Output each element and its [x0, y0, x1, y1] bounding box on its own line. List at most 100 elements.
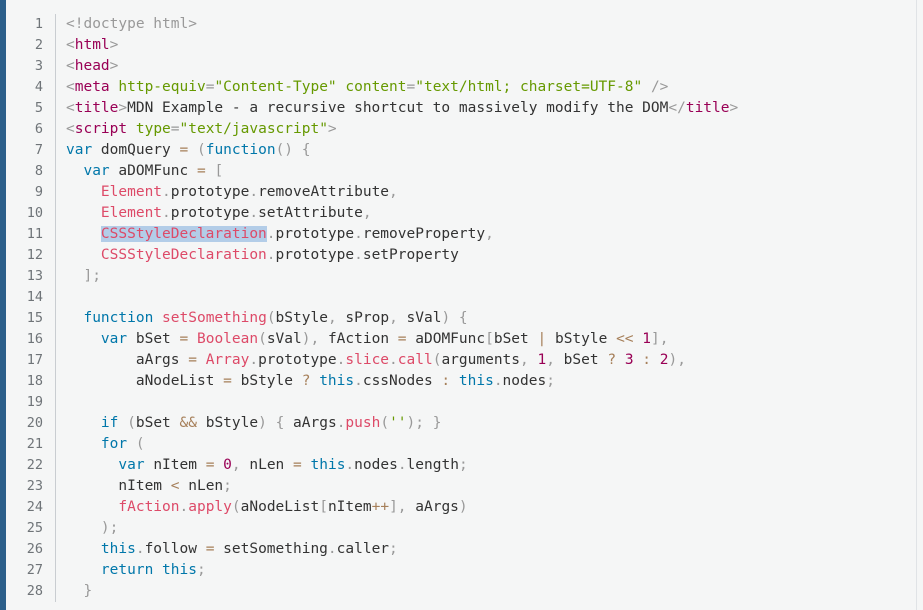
code-line[interactable]: 3<head> — [6, 56, 916, 77]
code-text: Element.prototype.setAttribute, — [56, 203, 916, 224]
code-line[interactable]: 23 nItem < nLen; — [6, 476, 916, 497]
code-token: ( — [127, 415, 136, 431]
code-text: var domQuery = (function() { — [56, 140, 916, 161]
code-token — [153, 310, 162, 326]
code-token — [66, 226, 101, 242]
code-line[interactable]: 5<title>MDN Example - a recursive shortc… — [6, 98, 916, 119]
code-token — [651, 352, 660, 368]
code-line[interactable]: 16 var bSet = Boolean(sVal), fAction = a… — [6, 329, 916, 350]
code-token — [188, 142, 197, 158]
code-line[interactable]: 13 ]; — [6, 266, 916, 287]
code-line[interactable]: 18 aNodeList = bStyle ? this.cssNodes : … — [6, 371, 916, 392]
code-text: fAction.apply(aNodeList[nItem++], aArgs) — [56, 497, 916, 518]
line-number: 10 — [26, 205, 43, 221]
code-line[interactable]: 11 CSSStyleDeclaration.prototype.removeP… — [6, 224, 916, 245]
code-token: "Content-Type" — [214, 79, 337, 95]
code-line[interactable]: 17 aArgs = Array.prototype.slice.call(ar… — [6, 350, 916, 371]
code-line[interactable]: 25 ); — [6, 518, 916, 539]
code-text — [56, 287, 916, 308]
code-token: . — [336, 352, 346, 368]
code-token: content — [345, 79, 407, 95]
code-token: function — [205, 142, 276, 158]
code-text: if (bSet && bStyle) { aArgs.push(''); } — [56, 413, 916, 434]
line-number: 8 — [34, 163, 43, 179]
code-token: = — [179, 331, 189, 347]
code-token: title — [685, 100, 730, 116]
code-text: var bSet = Boolean(sVal), fAction = aDOM… — [56, 329, 916, 350]
code-token: { — [275, 415, 285, 431]
code-line[interactable]: 2<html> — [6, 35, 916, 56]
line-number: 26 — [26, 541, 43, 557]
code-token: , — [546, 352, 555, 368]
line-number: 25 — [26, 520, 43, 536]
code-line[interactable]: 24 fAction.apply(aNodeList[nItem++], aAr… — [6, 497, 916, 518]
code-token: [ — [485, 331, 494, 347]
code-line[interactable]: 8 var aDOMFunc = [ — [6, 161, 916, 182]
code-token: < — [66, 58, 75, 74]
code-token: var — [83, 163, 110, 179]
code-token — [127, 436, 136, 452]
gutter-separator — [55, 224, 56, 245]
code-token: </ — [668, 100, 686, 116]
code-line[interactable]: 27 return this; — [6, 560, 916, 581]
code-token: ; — [196, 562, 206, 578]
code-token — [127, 121, 136, 137]
line-number: 7 — [34, 142, 43, 158]
code-token: bSet — [493, 331, 538, 347]
code-token: . — [162, 205, 171, 221]
code-token: aArgs — [66, 352, 189, 368]
gutter-separator — [55, 161, 56, 182]
line-number: 12 — [26, 247, 43, 263]
line-number: 24 — [26, 499, 43, 515]
code-line[interactable]: 1<!doctype html> — [6, 14, 916, 35]
code-line[interactable]: 15 function setSomething(bStyle, sProp, … — [6, 308, 916, 329]
gutter-separator — [55, 371, 56, 392]
line-number: 23 — [26, 478, 43, 494]
code-token: ); — [100, 520, 119, 536]
code-token: ), — [668, 352, 686, 368]
code-line[interactable]: 6<script type="text/javascript"> — [6, 119, 916, 140]
code-line[interactable]: 14 — [6, 287, 916, 308]
code-line[interactable]: 22 var nItem = 0, nLen = this.nodes.leng… — [6, 455, 916, 476]
code-lines: 1<!doctype html>2<html>3<head>4<meta htt… — [6, 14, 916, 602]
line-number: 5 — [34, 100, 43, 116]
code-token: } — [432, 415, 442, 431]
code-token: /> — [650, 79, 669, 95]
code-line[interactable]: 26 this.follow = setSomething.caller; — [6, 539, 916, 560]
code-token: 1 — [537, 352, 547, 368]
code-token: title — [74, 100, 119, 116]
code-token: < — [170, 478, 180, 494]
code-line[interactable]: 28 } — [6, 581, 916, 602]
code-token: nodes — [502, 373, 547, 389]
code-line[interactable]: 4<meta http-equiv="Content-Type" content… — [6, 77, 916, 98]
code-token: prototype — [170, 184, 250, 200]
code-token: ++ — [371, 499, 390, 515]
code-line[interactable]: 7 var domQuery = (function() { — [6, 140, 916, 161]
code-token: ; — [458, 457, 468, 473]
code-line[interactable]: 21 for ( — [6, 434, 916, 455]
gutter-separator — [55, 539, 56, 560]
code-token: < — [66, 37, 75, 53]
code-text: CSSStyleDeclaration.prototype.setPropert… — [56, 245, 916, 266]
code-line[interactable]: 20 if (bSet && bStyle) { aArgs.push('');… — [6, 413, 916, 434]
code-token: = — [170, 121, 180, 137]
code-token: this — [319, 373, 355, 389]
code-token: ; — [223, 478, 232, 494]
line-number: 2 — [34, 37, 43, 53]
code-line[interactable]: 10 Element.prototype.setAttribute, — [6, 203, 916, 224]
code-line[interactable]: 9 Element.prototype.removeAttribute, — [6, 182, 916, 203]
line-number: 19 — [26, 394, 43, 410]
code-line[interactable]: 12 CSSStyleDeclaration.prototype.setProp… — [6, 245, 916, 266]
code-token: ) — [458, 499, 468, 515]
code-line[interactable]: 19 — [6, 392, 916, 413]
gutter-separator — [55, 308, 56, 329]
code-token: ; — [389, 541, 398, 557]
code-token — [66, 562, 101, 578]
code-token: domQuery — [92, 142, 180, 158]
code-token: = — [223, 373, 232, 389]
code-text: } — [56, 581, 916, 602]
code-token: < — [66, 121, 75, 137]
code-token: nLen — [240, 457, 294, 473]
gutter-separator — [55, 56, 56, 77]
code-editor[interactable]: 1<!doctype html>2<html>3<head>4<meta htt… — [6, 0, 917, 610]
